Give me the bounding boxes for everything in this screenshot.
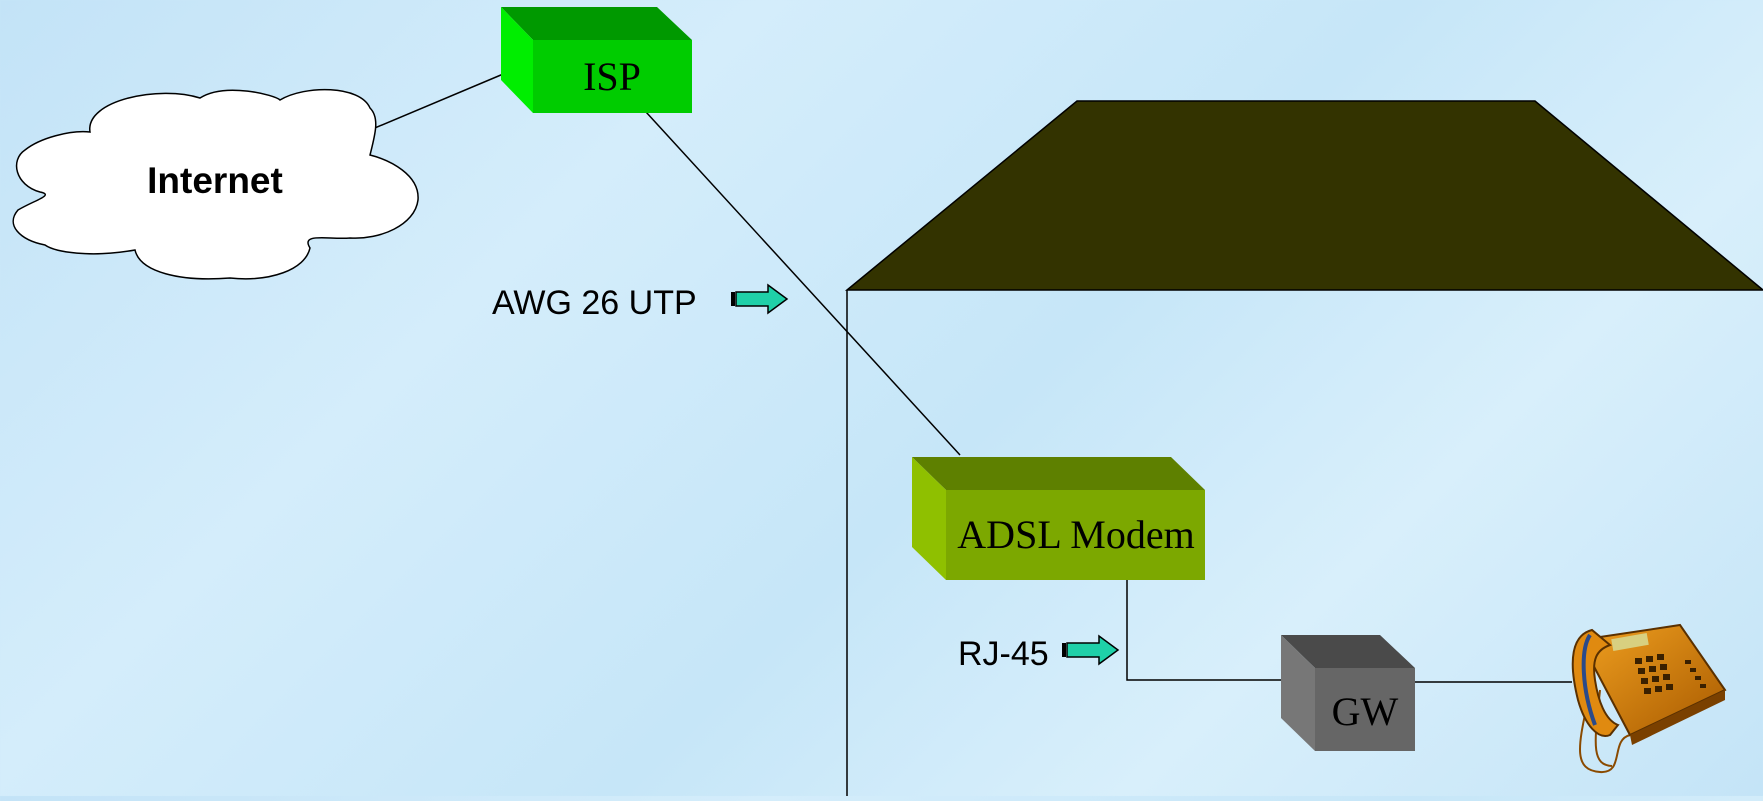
isp-node: ISP xyxy=(501,7,692,113)
isp-top xyxy=(501,7,692,40)
rj45-label: RJ-45 xyxy=(958,635,1049,673)
link-isp-modem xyxy=(645,111,961,456)
rj45-annotation: RJ-45 xyxy=(958,634,1120,673)
isp-label: ISP xyxy=(583,54,641,99)
gw-front xyxy=(1315,668,1415,751)
modem-label: ADSL Modem xyxy=(957,512,1194,557)
awg-annotation: AWG 26 UTP xyxy=(492,283,789,322)
internet-label: Internet xyxy=(147,160,283,201)
isp-side xyxy=(501,7,533,113)
link-internet-isp xyxy=(369,71,509,131)
modem-front xyxy=(946,490,1205,580)
block-arrow-right-icon xyxy=(1062,634,1120,666)
awg-label: AWG 26 UTP xyxy=(492,284,697,322)
internet-cloud: Internet xyxy=(12,88,419,280)
isp-front xyxy=(533,40,692,113)
house xyxy=(844,100,1763,796)
cloud-shape xyxy=(12,88,419,280)
modem-side xyxy=(912,457,946,580)
gw-label: GW xyxy=(1332,689,1399,734)
link-modem-gw xyxy=(1126,580,1282,681)
block-arrow-right-icon xyxy=(731,283,789,315)
gw-side xyxy=(1281,635,1315,751)
house-roof xyxy=(844,100,1763,291)
modem-node: ADSL Modem xyxy=(912,457,1205,580)
connector-lines xyxy=(369,71,1572,683)
gateway-node: GW xyxy=(1281,635,1415,751)
modem-top xyxy=(912,457,1205,490)
gw-top xyxy=(1281,635,1415,668)
telephone-icon xyxy=(1571,623,1727,774)
